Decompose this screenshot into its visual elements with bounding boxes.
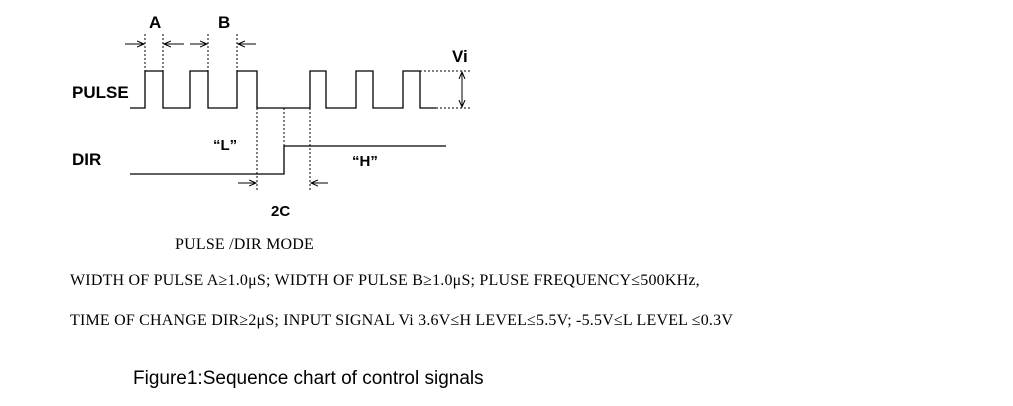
label-pulse: PULSE: [72, 83, 129, 102]
spec-line-pulse-width: WIDTH OF PULSE A≥1.0μS; WIDTH OF PULSE B…: [70, 272, 700, 289]
label-dir: DIR: [72, 150, 101, 169]
dir-waveform: [130, 145, 446, 175]
label-2c: 2C: [271, 203, 290, 220]
spec-line-dir-and-levels: TIME OF CHANGE DIR≥2μS; INPUT SIGNAL Vi …: [70, 312, 734, 329]
pulse-dir-timing-diagram: A B Vi PULSE DIR “L” “H” 2C: [72, 13, 470, 220]
label-high-level: “H”: [352, 153, 378, 170]
figure-caption: Figure1:Sequence chart of control signal…: [133, 368, 484, 389]
label-low-level: “L”: [213, 137, 237, 154]
label-vi: Vi: [452, 47, 468, 66]
label-a: A: [149, 13, 161, 32]
pulse-waveform: [130, 70, 436, 109]
label-b: B: [218, 13, 230, 32]
mode-title: PULSE /DIR MODE: [175, 236, 315, 253]
